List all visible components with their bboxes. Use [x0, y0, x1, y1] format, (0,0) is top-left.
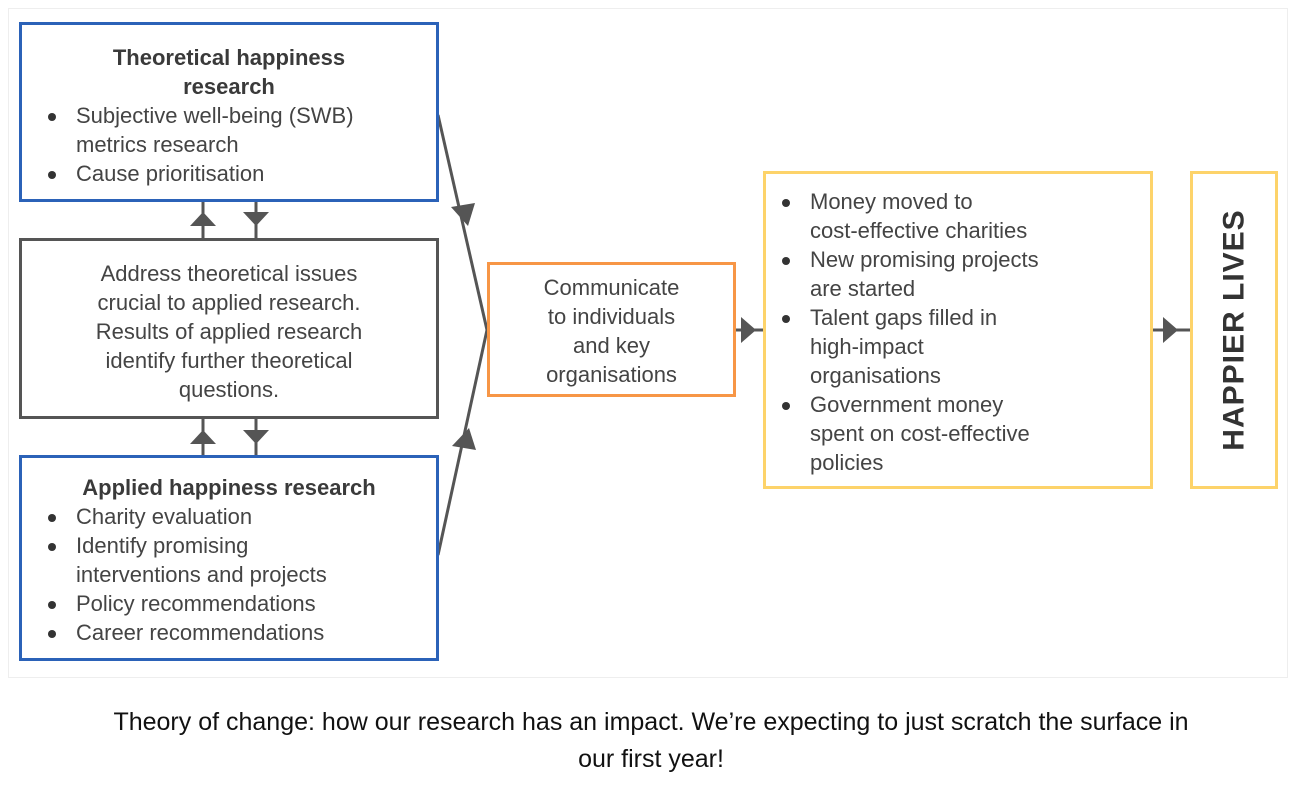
text-line: crucial to applied research.: [97, 290, 361, 315]
text-line: Address theoretical issues: [100, 261, 358, 286]
text-line: Identify promising: [76, 533, 249, 558]
text-line: identify further theoretical: [105, 348, 353, 373]
text-line: Career recommendations: [76, 620, 325, 645]
communicate-box: Communicate to individuals and key organisa…: [487, 262, 736, 397]
connector-arrows: [190, 114, 1190, 556]
text-line: high-impact: [810, 334, 924, 359]
text-line: Talent gaps filled in: [810, 305, 998, 330]
text-line: our first year!: [578, 745, 724, 773]
list-item: Cause prioritisation: [32, 159, 426, 188]
list-item: Charity evaluation: [32, 502, 426, 531]
arrow-down-head: [243, 430, 269, 444]
text-line: Theoretical happiness: [112, 45, 346, 70]
communicate-text: Communicate to individuals and key organisa…: [490, 273, 733, 389]
text-line: research: [183, 74, 275, 99]
text-line: questions.: [178, 377, 280, 402]
text-line: Results of applied research: [95, 319, 363, 344]
arrow-up-head: [190, 430, 216, 444]
text-line: policies: [810, 450, 884, 475]
list-item: Identify promising interventions and proj…: [32, 531, 426, 589]
text-line: Cause prioritisation: [76, 161, 265, 186]
arrow-head: [451, 203, 475, 226]
diagram-frame: [8, 8, 1288, 678]
theoretical-to-communicate-line: [436, 114, 489, 331]
text-line: Charity evaluation: [76, 504, 253, 529]
arrow-head: [452, 428, 476, 450]
list-item: Policy recommendations: [32, 589, 426, 618]
text-line: interventions and projects: [76, 562, 327, 587]
text-line: and key: [572, 333, 651, 358]
list-item: Money moved to cost-effective charities: [766, 187, 1150, 245]
list-item: Subjective well-being (SWB) metrics resea…: [32, 101, 426, 159]
list-item: New promising projects are started: [766, 245, 1150, 303]
list-item: Government money spent on cost-effective p…: [766, 390, 1150, 477]
happier-lives-box: HAPPIER LIVES: [1190, 171, 1278, 489]
text-line: Money moved to: [810, 189, 973, 214]
theoretical-title: Theoretical happiness research: [32, 43, 426, 101]
arrow-right-head: [1163, 317, 1178, 343]
arrow-up-head: [190, 212, 216, 226]
text-line: metrics research: [76, 132, 239, 157]
text-line: organisations: [810, 363, 941, 388]
text-line: New promising projects: [810, 247, 1039, 272]
applied-research-box: Applied happiness research Charity evalu…: [19, 455, 439, 661]
text-line: cost-effective charities: [810, 218, 1028, 243]
arrow-right-head: [741, 317, 756, 343]
theoretical-research-box: Theoretical happiness research Subjective…: [19, 22, 439, 202]
text-line: Government money: [810, 392, 1004, 417]
text-line: to individuals: [547, 304, 676, 329]
text-line: Subjective well-being (SWB): [76, 103, 354, 128]
text-line: Applied happiness research: [82, 475, 376, 500]
feedback-text: Address theoretical issues crucial to app…: [32, 259, 426, 404]
text-line: Theory of change: how our research has a…: [113, 708, 1189, 736]
happier-lives-label: HAPPIER LIVES: [1217, 209, 1251, 451]
text-line: Policy recommendations: [76, 591, 316, 616]
text-line: Communicate: [543, 275, 680, 300]
text-line: spent on cost-effective: [810, 421, 1030, 446]
theoretical-list: Subjective well-being (SWB) metrics resea…: [32, 101, 426, 188]
text-line: are started: [810, 276, 916, 301]
applied-title: Applied happiness research: [32, 473, 426, 502]
text-line: organisations: [546, 362, 677, 387]
list-item: Career recommendations: [32, 618, 426, 647]
list-item: Talent gaps filled in high-impact organisa…: [766, 303, 1150, 390]
arrow-down-head: [243, 212, 269, 226]
figure-caption: Theory of change: how our research has a…: [0, 704, 1302, 778]
feedback-box: Address theoretical issues crucial to app…: [19, 238, 439, 419]
